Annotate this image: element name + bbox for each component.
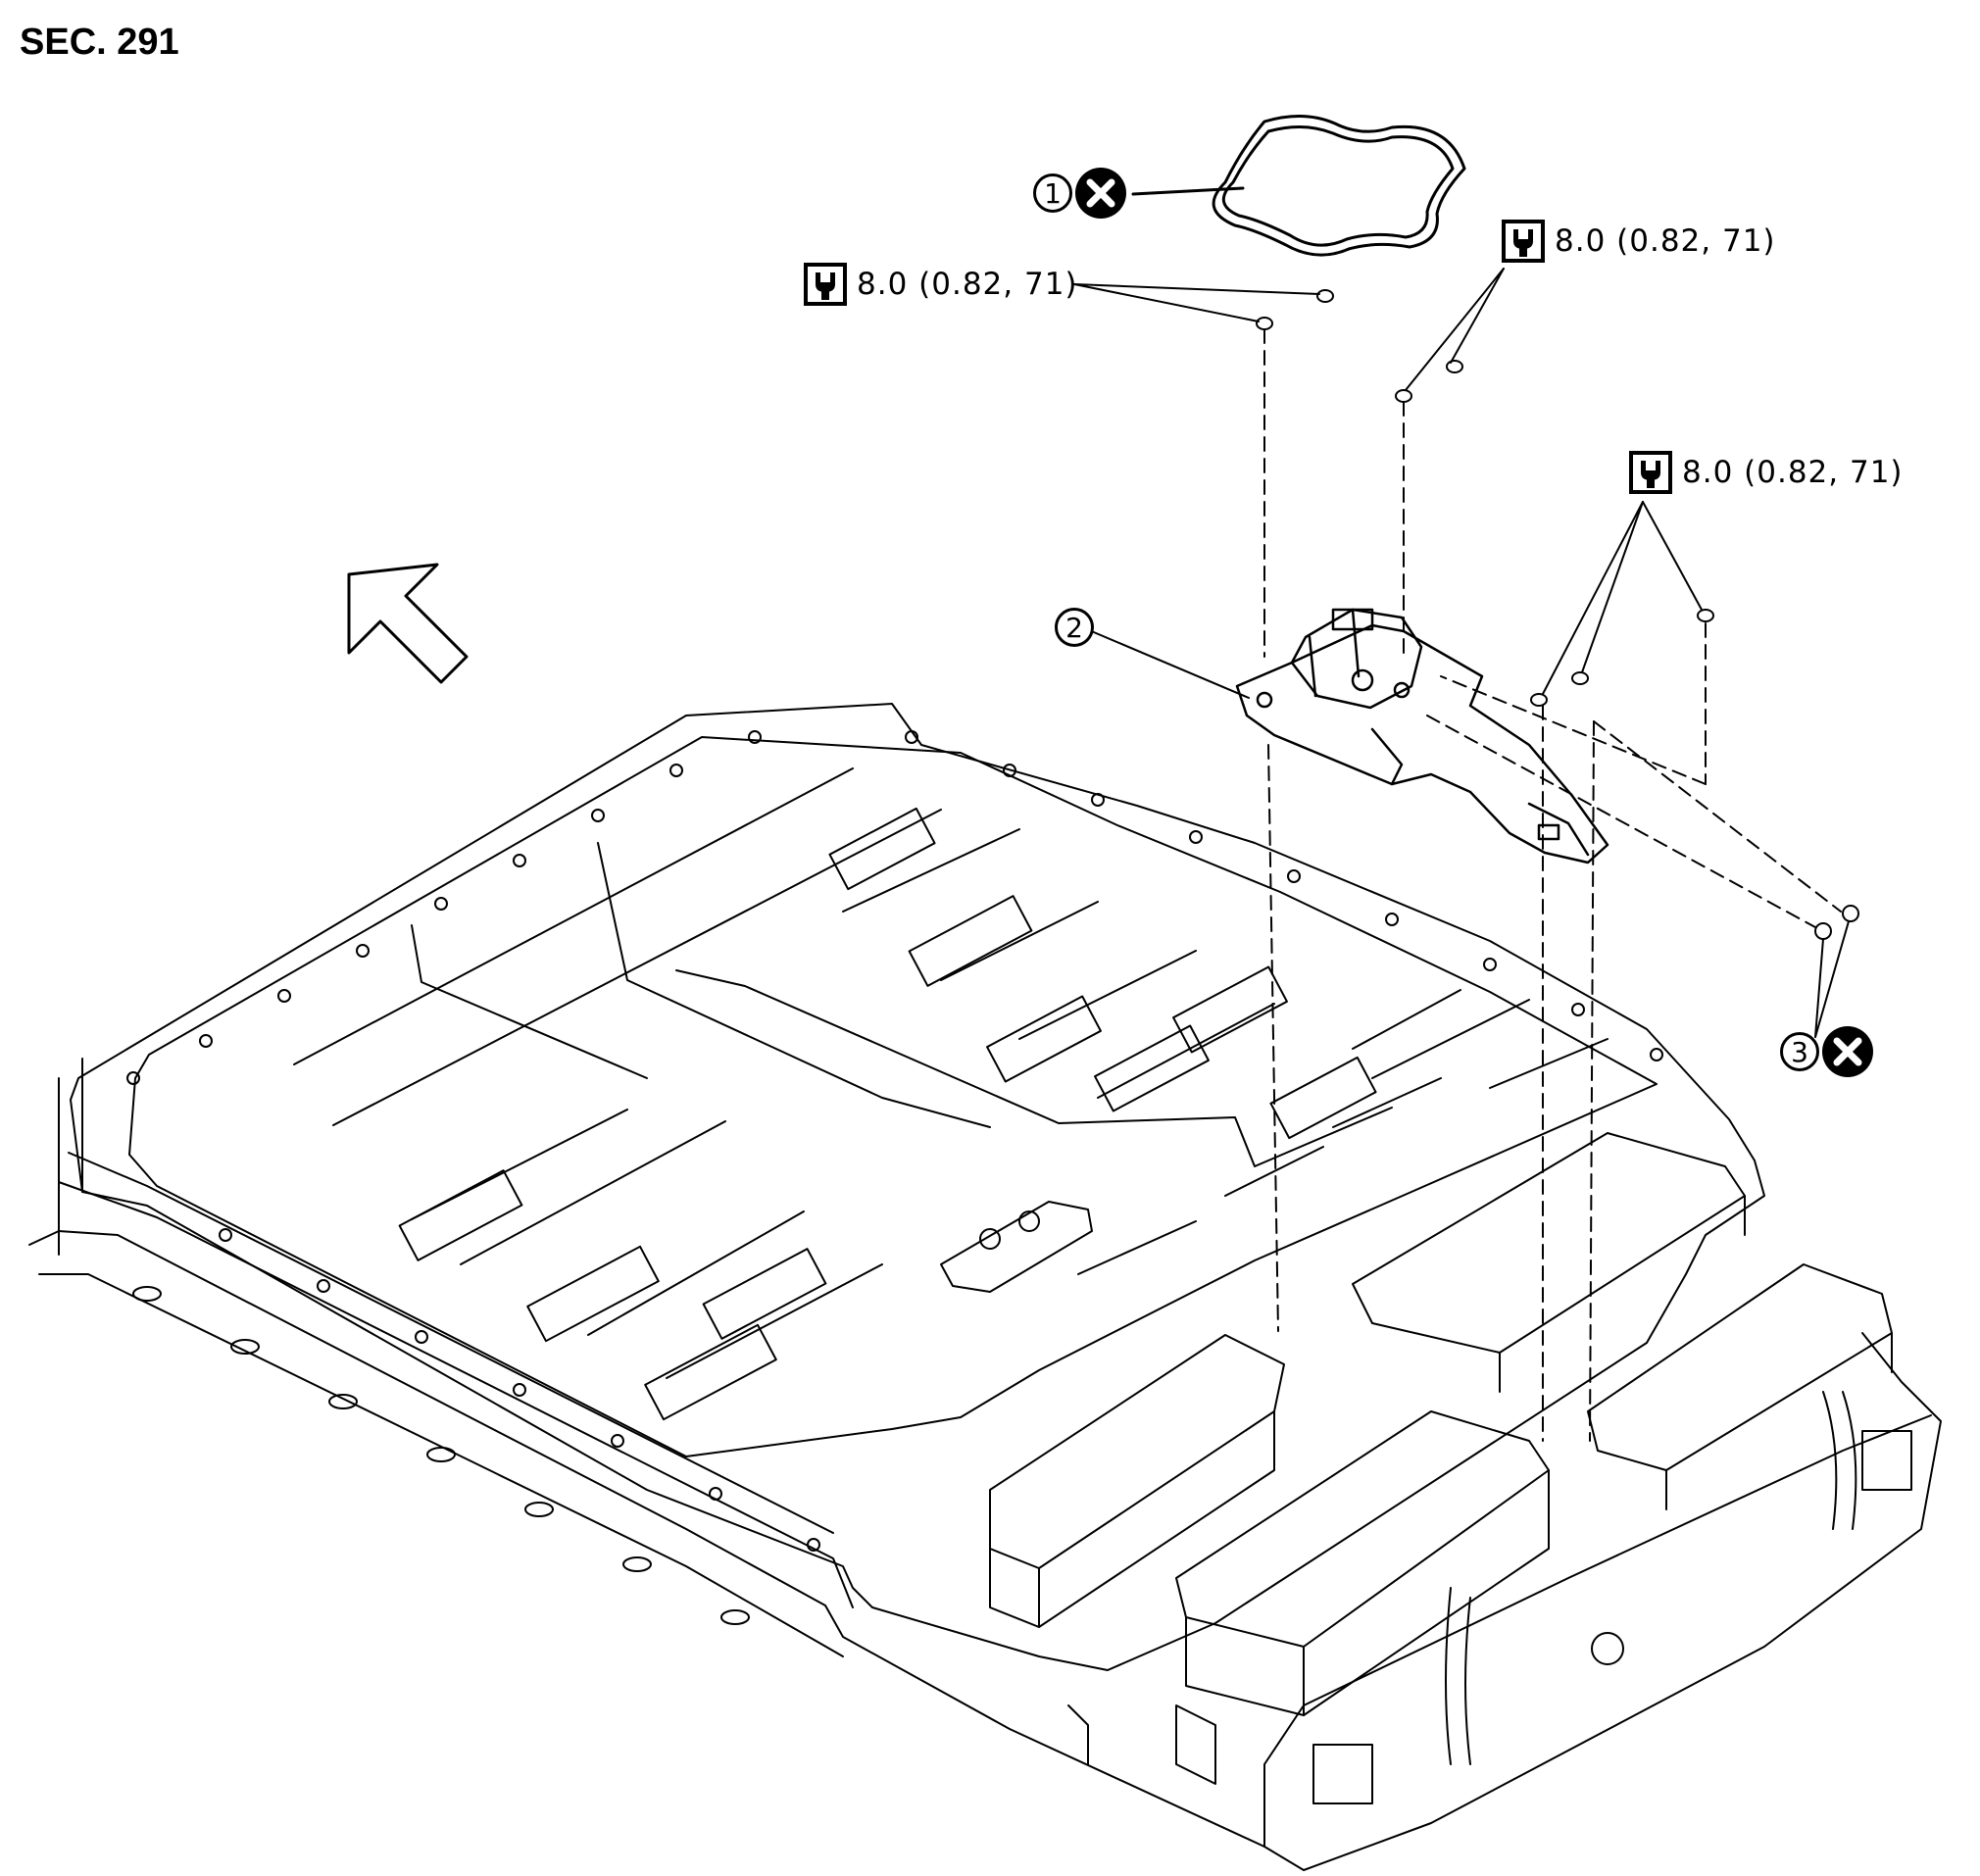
do-not-reuse-icon [1822,1026,1873,1077]
fasteners [1256,289,1859,940]
torque-value: 8.0 (0.82, 71) [1555,223,1776,259]
do-not-reuse-icon [1075,168,1126,219]
bracket-part-2 [1235,608,1609,864]
callout-number: 1 [1033,173,1072,213]
torque-spec-1: 8.0 (0.82, 71) [804,263,1078,306]
alignment-dashed-lines [1263,328,1842,1442]
callout-part-1: 1 [1033,167,1127,220]
gasket-part-1 [1131,114,1466,257]
front-direction-arrow-icon [347,563,469,684]
battery-pack-assembly [28,703,1942,1871]
tightening-torque-icon [804,263,847,306]
callout-part-2: 2 [1055,608,1094,647]
tightening-torque-icon [1629,451,1672,494]
torque-spec-3: 8.0 (0.82, 71) [1629,451,1904,494]
tightening-torque-icon [1502,220,1545,263]
torque-leader-lines [1073,268,1850,1038]
callout-number: 2 [1055,608,1094,647]
torque-spec-2: 8.0 (0.82, 71) [1502,220,1776,263]
callout-part-3: 3 [1780,1025,1874,1078]
torque-value: 8.0 (0.82, 71) [1682,455,1904,490]
section-title: SEC. 291 [20,22,179,63]
callout-number: 3 [1780,1032,1819,1071]
torque-value: 8.0 (0.82, 71) [857,267,1078,302]
